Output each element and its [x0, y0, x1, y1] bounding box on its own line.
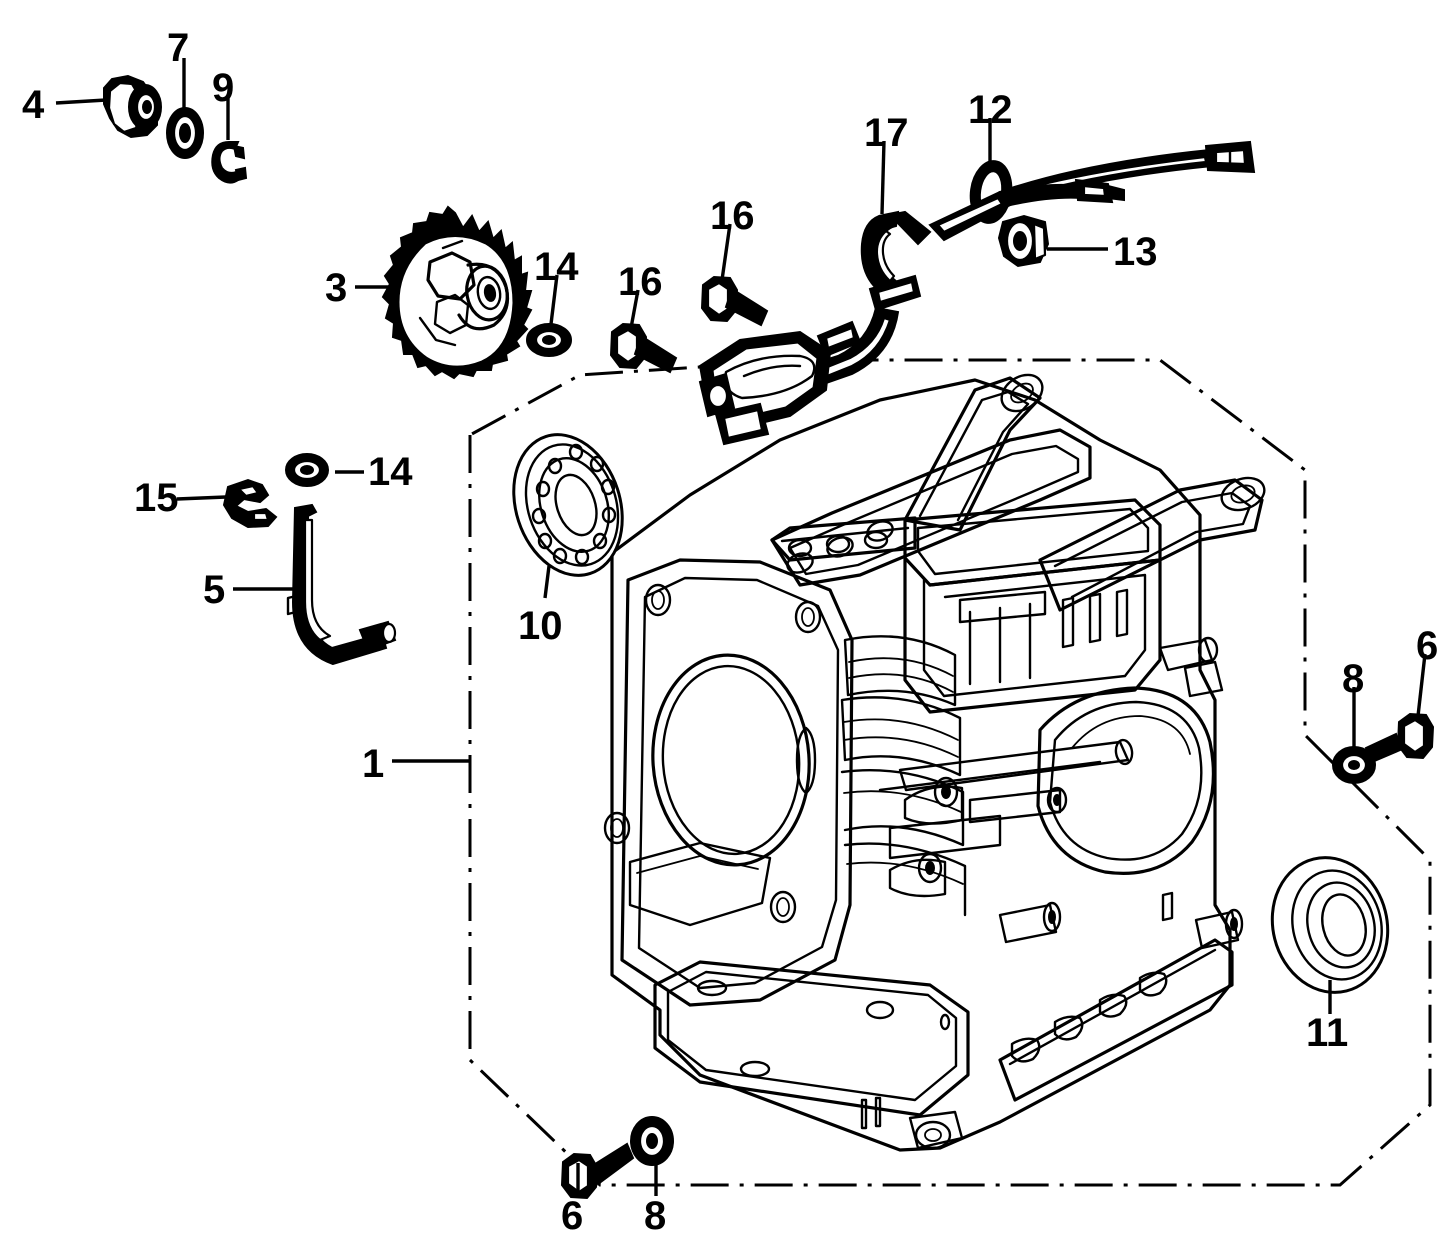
leader-lines [55, 58, 1427, 1196]
callout-1[interactable]: 1 [362, 742, 385, 786]
callout-10[interactable]: 10 [518, 604, 563, 648]
oil-level-switch-nut-part13 [997, 214, 1050, 268]
callout-3[interactable]: 3 [325, 266, 348, 310]
callout-6-right[interactable]: 6 [1416, 624, 1439, 668]
callout-8-bottom[interactable]: 8 [644, 1194, 667, 1238]
callout-11[interactable]: 11 [1306, 1011, 1349, 1055]
callout-17[interactable]: 17 [864, 111, 909, 155]
callout-4[interactable]: 4 [22, 83, 45, 127]
oil-seal-part11 [1270, 856, 1390, 994]
plain-washer-part14b [285, 453, 329, 487]
oil-pipe-clip-part15 [222, 478, 278, 529]
callout-5[interactable]: 5 [203, 568, 226, 612]
oil-drain-plug-part4 [103, 74, 162, 139]
breather-tube-part17 [698, 210, 932, 446]
callout-7[interactable]: 7 [167, 26, 190, 70]
ball-bearing-part10 [512, 433, 624, 577]
callout-16-right[interactable]: 16 [710, 194, 755, 238]
flange-bolt-part6b [560, 1142, 635, 1200]
callout-13[interactable]: 13 [1113, 230, 1158, 274]
plain-washer-part8b [630, 1116, 674, 1166]
flange-bolt-part6a [1364, 712, 1435, 764]
crankcase-body [603, 370, 1266, 1152]
callout-6-bottom[interactable]: 6 [561, 1194, 584, 1238]
retaining-clip-part9 [211, 141, 248, 184]
callout-16-left[interactable]: 16 [618, 260, 663, 304]
callout-9[interactable]: 9 [212, 66, 235, 110]
callout-8-right[interactable]: 8 [1342, 657, 1365, 701]
flange-bolt-part16a [609, 322, 678, 374]
oil-pipe-part5 [286, 503, 397, 666]
callout-15[interactable]: 15 [134, 476, 179, 520]
plain-washer-part8a [1332, 746, 1376, 784]
oil-level-switch-harness [928, 140, 1256, 242]
callout-12[interactable]: 12 [968, 88, 1013, 132]
camshaft-gear-part3 [381, 205, 533, 380]
sealing-washer-part7 [166, 107, 204, 159]
callout-14-upper[interactable]: 14 [534, 245, 579, 289]
plain-washer-part14a [526, 323, 572, 357]
flange-bolt-part16b [700, 275, 769, 327]
callout-14-lower[interactable]: 14 [368, 450, 413, 494]
